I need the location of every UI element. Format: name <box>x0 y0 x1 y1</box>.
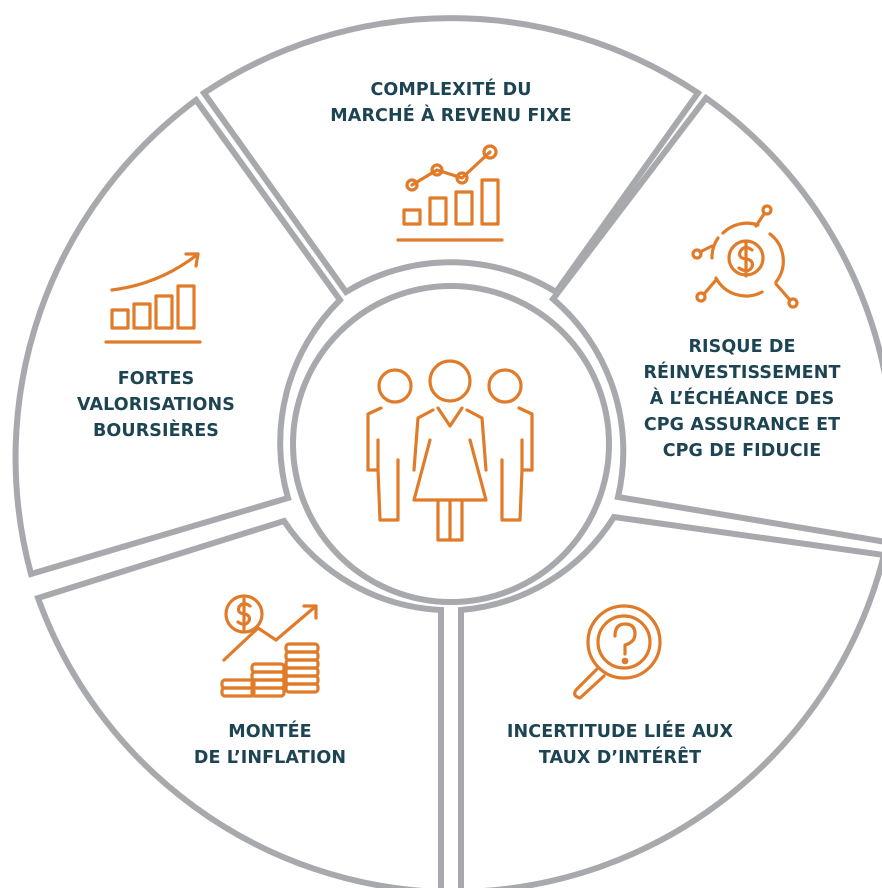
segment-bottom-right <box>458 513 882 888</box>
label-right-line-5: CPG DE FIDUCIE <box>662 441 822 461</box>
center-hub <box>290 283 612 605</box>
label-right-line-1: RISQUE DE <box>688 337 796 357</box>
label-right-line-2: RÉINVESTISSEMENT <box>643 363 841 383</box>
magnifier-question-icon <box>573 604 662 700</box>
label-right-line-4: CPG ASSURANCE ET <box>643 415 841 435</box>
label-bottom-right-line-1: INCERTITUDE LIÉE AUX <box>506 722 734 742</box>
label-bottom-left-line-2: DE L’INFLATION <box>193 748 347 768</box>
label-left-line-1: FORTES <box>117 369 195 389</box>
rising-bars-icon <box>104 252 202 344</box>
coins-inflation-icon <box>220 594 320 698</box>
segment-right <box>548 93 882 545</box>
label-right: RISQUE DE RÉINVESTISSEMENT À L’ÉCHÉANCE … <box>614 334 870 464</box>
label-bottom-left-line-1: MONTÉE <box>228 722 312 742</box>
bar-chart-growth-icon <box>396 144 504 242</box>
segment-bottom-left <box>34 517 444 888</box>
label-left-line-3: BOURSIÈRES <box>92 421 219 441</box>
label-top-line-2: MARCHÉ À REVENU FIXE <box>330 106 572 126</box>
label-top-line-1: COMPLEXITÉ DU <box>370 80 532 100</box>
label-left: FORTES VALORISATIONS BOURSIÈRES <box>56 366 256 444</box>
label-bottom-right: INCERTITUDE LIÉE AUX TAUX D’INTÉRÊT <box>470 719 770 771</box>
segment-top <box>199 15 703 297</box>
label-bottom-left: MONTÉE DE L’INFLATION <box>150 719 390 771</box>
label-right-line-3: À L’ÉCHÉANCE DES <box>649 389 835 409</box>
segment-left <box>12 95 344 578</box>
label-bottom-right-line-2: TAUX D’INTÉRÊT <box>538 748 702 768</box>
label-left-line-2: VALORISATIONS <box>77 395 235 415</box>
dollar-reinvestment-cycle-icon <box>691 204 799 309</box>
people-group-icon <box>366 359 534 542</box>
label-top: COMPLEXITÉ DU MARCHÉ À REVENU FIXE <box>296 77 606 129</box>
